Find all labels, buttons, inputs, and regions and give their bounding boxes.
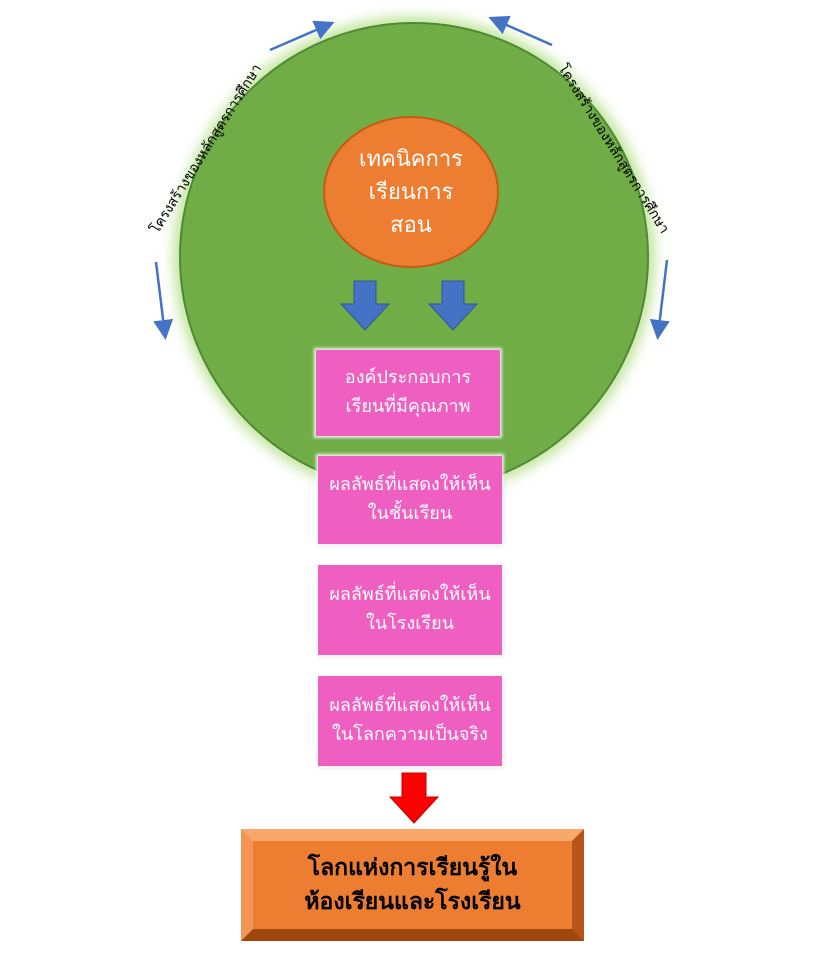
final-node: โลกแห่งการเรียนรู้ใน ห้องเรียนและโรงเรีย… [241,829,584,941]
cycle-arrow-top-right [488,15,553,47]
red-down-arrow [388,772,440,824]
cycle-arrow-right-side [649,259,670,340]
center-node: เทคนิคการ เรียนการ สอน [323,116,499,268]
down-arrow-right [427,280,479,331]
box-results-in-school: ผลลัพธ์ที่แสดงให้เห็น ในโรงเรียน [318,565,502,655]
down-arrow-left [339,280,391,331]
box-label: ผลลัพธ์ที่แสดงให้เห็น ในโรงเรียน [329,584,491,634]
box-label: องค์ประกอบการ เรียนที่มีคุณภาพ [344,367,472,417]
box-quality-learning-components: องค์ประกอบการ เรียนที่มีคุณภาพ [316,350,500,436]
cycle-arrow-top-left [269,20,335,52]
final-node-label: โลกแห่งการเรียนรู้ใน ห้องเรียนและโรงเรีย… [304,854,521,916]
box-results-in-real-world: ผลลัพธ์ที่แสดงให้เห็น ในโลกความเป็นจริง [318,676,502,766]
box-results-in-classroom: ผลลัพธ์ที่แสดงให้เห็น ในชั้นเรียน [318,456,502,544]
cycle-arrow-left-side [153,261,174,340]
box-label: ผลลัพธ์ที่แสดงให้เห็น ในชั้นเรียน [329,474,491,524]
center-node-label: เทคนิคการ เรียนการ สอน [359,146,463,238]
box-label: ผลลัพธ์ที่แสดงให้เห็น ในโลกความเป็นจริง [329,695,491,745]
